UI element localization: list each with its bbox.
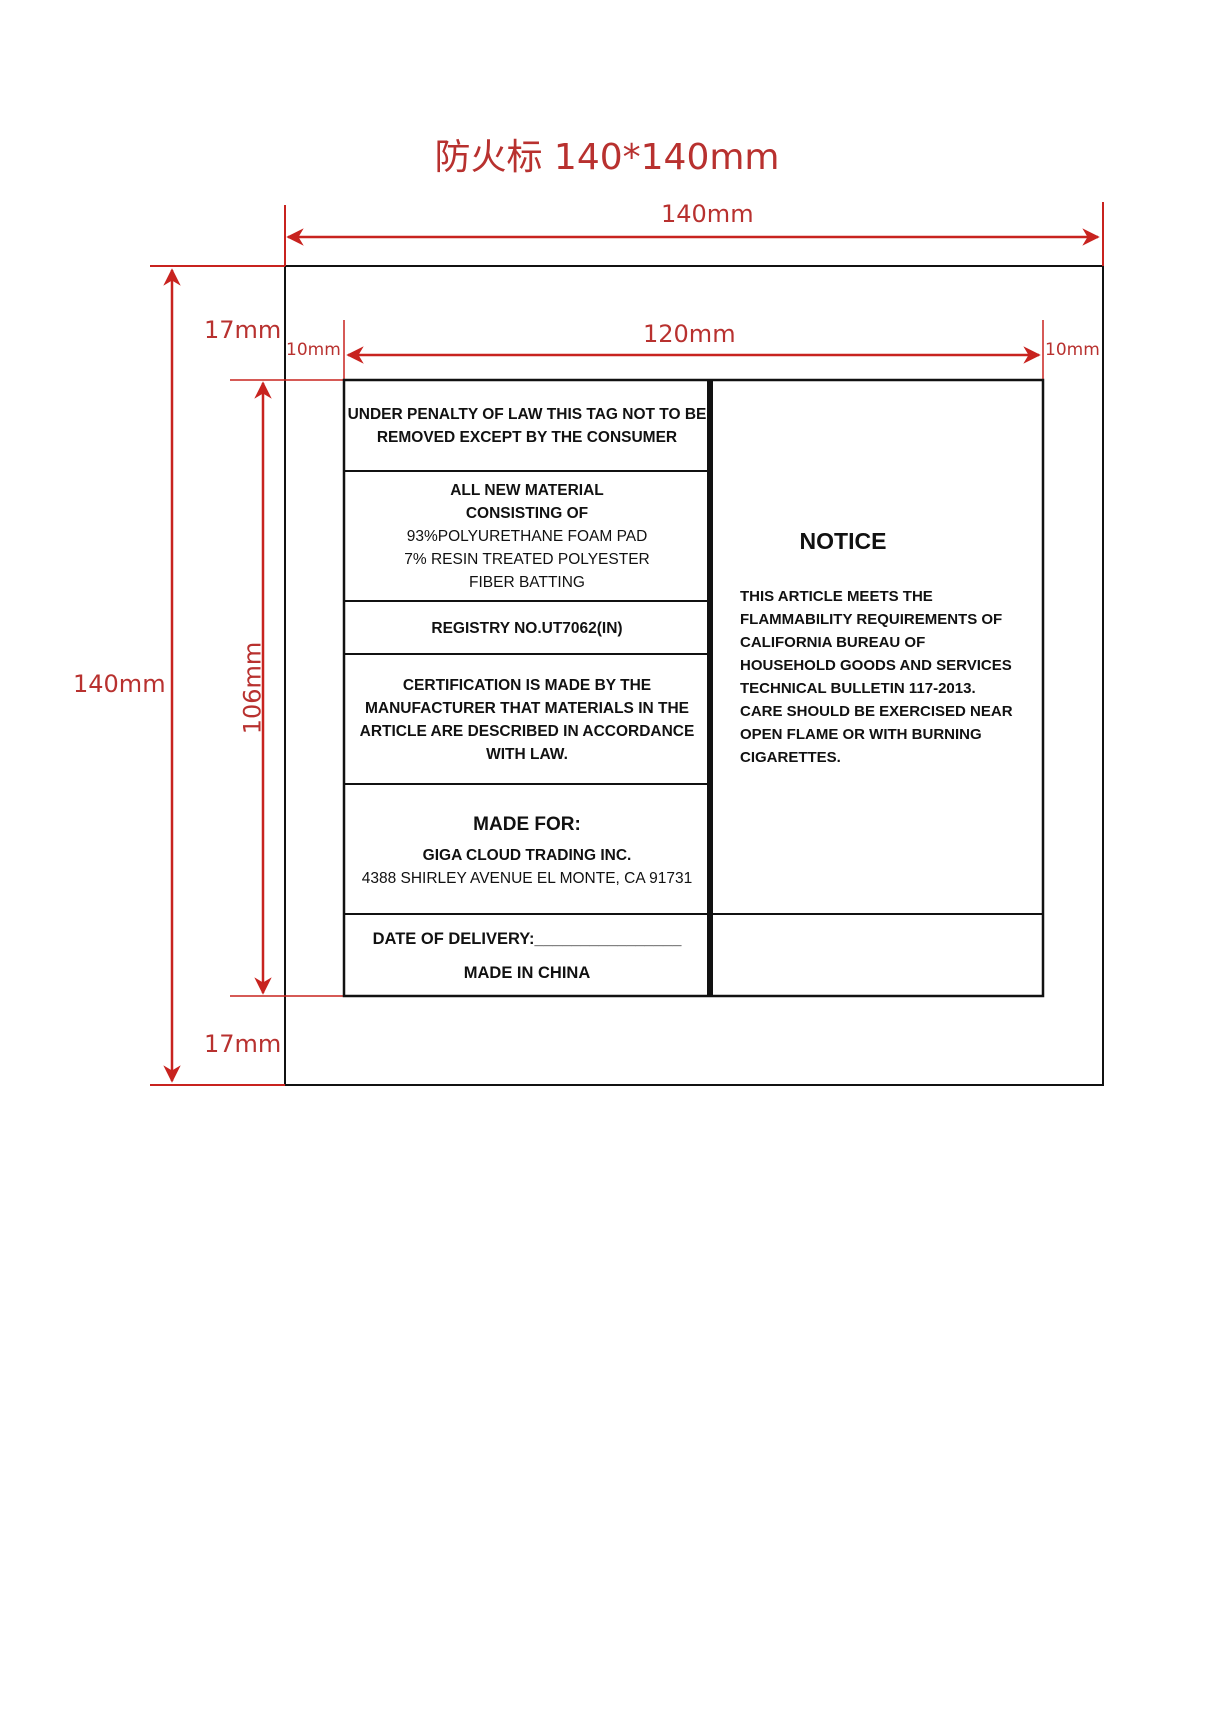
certification-cell: CERTIFICATION IS MADE BY THE MANUFACTURE… bbox=[348, 656, 706, 783]
certification-line: MANUFACTURER THAT MATERIALS IN THE bbox=[364, 699, 690, 717]
height-140-label: 140mm bbox=[73, 670, 166, 698]
width-120-label: 120mm bbox=[643, 320, 736, 348]
delivery-date: DATE OF DELIVERY:________________ bbox=[372, 929, 682, 948]
penalty-line: UNDER PENALTY OF LAW THIS TAG NOT TO BE bbox=[347, 406, 707, 423]
penalty-cell: UNDER PENALTY OF LAW THIS TAG NOT TO BE … bbox=[347, 382, 707, 470]
inner-label-box bbox=[342, 378, 1045, 998]
notice-line: THIS ARTICLE MEETS THE bbox=[740, 588, 933, 605]
notice-line: CALIFORNIA BUREAU OF bbox=[740, 634, 926, 651]
notice-title: NOTICE bbox=[799, 528, 887, 554]
material-line: 93%POLYURETHANE FOAM PAD bbox=[406, 528, 648, 545]
right-margin-label: 10mm bbox=[1045, 340, 1100, 360]
made-for-cell: MADE FOR: GIGA CLOUD TRADING INC. 4388 S… bbox=[348, 786, 706, 913]
notice-line: HOUSEHOLD GOODS AND SERVICES bbox=[740, 657, 1012, 674]
notice-line: CIGARETTES. bbox=[740, 749, 841, 766]
notice-line: CARE SHOULD BE EXERCISED NEAR bbox=[740, 703, 1013, 720]
notice-line: OPEN FLAME OR WITH BURNING bbox=[740, 726, 982, 743]
material-line: CONSISTING OF bbox=[465, 505, 589, 522]
penalty-line: REMOVED EXCEPT BY THE CONSUMER bbox=[376, 429, 678, 446]
page-title: 防火标 140*140mm bbox=[434, 137, 780, 178]
notice-line: TECHNICAL BULLETIN 117-2013. bbox=[740, 680, 976, 697]
delivery-cell: DATE OF DELIVERY:________________ MADE I… bbox=[348, 916, 706, 995]
made-in-china: MADE IN CHINA bbox=[463, 963, 591, 982]
width-140-label: 140mm bbox=[661, 200, 754, 228]
made-for-address: 4388 SHIRLEY AVENUE EL MONTE, CA 91731 bbox=[361, 869, 693, 887]
material-cell: ALL NEW MATERIAL CONSISTING OF 93%POLYUR… bbox=[348, 473, 706, 600]
registry-number: REGISTRY NO.UT7062(IN) bbox=[431, 619, 623, 637]
made-for-company: GIGA CLOUD TRADING INC. bbox=[422, 846, 632, 864]
outer-boundary bbox=[284, 265, 1104, 1086]
height-106-label: 106mm bbox=[238, 641, 267, 735]
left-margin-label: 10mm bbox=[286, 340, 341, 360]
certification-line: CERTIFICATION IS MADE BY THE bbox=[402, 676, 652, 694]
registry-cell: REGISTRY NO.UT7062(IN) bbox=[348, 603, 706, 653]
certification-line: WITH LAW. bbox=[486, 745, 568, 763]
material-line: 7% RESIN TREATED POLYESTER bbox=[404, 551, 650, 568]
certification-line: ARTICLE ARE DESCRIBED IN ACCORDANCE bbox=[359, 722, 695, 740]
top-margin-label: 17mm bbox=[204, 316, 282, 344]
made-for-heading: MADE FOR: bbox=[473, 813, 581, 835]
notice-line: FLAMMABILITY REQUIREMENTS OF bbox=[740, 611, 1003, 628]
material-line: FIBER BATTING bbox=[469, 574, 585, 591]
bottom-margin-label: 17mm bbox=[204, 1030, 282, 1058]
material-line: ALL NEW MATERIAL bbox=[450, 482, 604, 499]
notice-body: THIS ARTICLE MEETS THE FLAMMABILITY REQU… bbox=[740, 585, 1040, 769]
